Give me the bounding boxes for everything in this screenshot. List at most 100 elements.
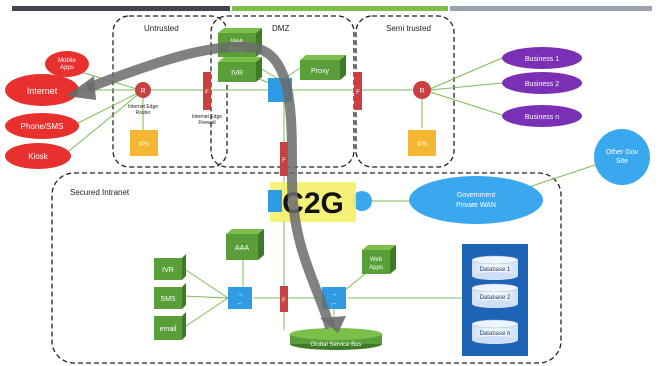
phone-sms-node [5, 113, 79, 139]
ips-label-right: IPS [417, 142, 427, 148]
web-server-top [218, 28, 262, 33]
sms-label: SMS [160, 296, 176, 303]
business-n-node [502, 105, 582, 127]
aaa-label: AAA [235, 245, 249, 252]
flow-arrow-head-top [66, 76, 96, 100]
kiosk-node [5, 143, 71, 169]
service-bus-label: Global Service Bus [310, 342, 361, 348]
dmz-ivr-box [218, 62, 256, 82]
mobile-apps-label-line1: Mobile [58, 58, 76, 64]
zone-label-semi-trusted: Semi trusted [386, 24, 431, 33]
switch-right-arrow-right-icon: → [331, 291, 338, 298]
database-2 [471, 283, 519, 308]
wan-router [352, 191, 372, 211]
database-n [471, 319, 519, 344]
government-private-wan-node [409, 176, 543, 224]
zone-semi-trusted [355, 15, 455, 168]
email-label: email [160, 326, 177, 333]
business-2-node [502, 72, 582, 94]
internet-label: Internet [27, 86, 58, 96]
header-bar-dark [12, 6, 230, 11]
phone-sms-label: Phone/SMS [21, 122, 64, 131]
edge-firewall-symbol: F [205, 90, 209, 96]
database-2-label: Database 2 [480, 295, 511, 301]
sms-box [154, 287, 182, 309]
edge-router-label-line2: Router [135, 110, 150, 116]
other-gov-site-label-line2: Site [616, 158, 628, 165]
aaa-box [226, 234, 258, 260]
internet-node [5, 74, 79, 106]
header-bar-gray [450, 6, 652, 11]
proxy-top [300, 55, 346, 60]
mobile-apps-node [45, 51, 89, 77]
ips-label-left: IPS [139, 142, 149, 148]
aaa-top [226, 229, 264, 234]
zone-label-dmz: DMZ [272, 24, 289, 33]
zone-label-untrusted: Untrusted [144, 24, 179, 33]
dmz-ivr-top [218, 57, 262, 62]
zone-untrusted [112, 15, 228, 168]
other-gov-site-node [594, 129, 650, 185]
intranet-firewall-symbol: F [282, 158, 286, 164]
private-wan-label-line2: Private WAN [456, 202, 496, 209]
intranet-ivr-box [154, 258, 182, 280]
proxy-label: Proxy [311, 68, 329, 75]
intranet-firewall-bottom [280, 286, 288, 312]
service-bus-top [290, 328, 382, 340]
switch-left-arrow-right-icon: → [237, 291, 244, 298]
zone-label-secured-intranet: Secured Intranet [70, 188, 130, 197]
edge-router-symbol: R [140, 88, 145, 95]
web-apps-label-line2: Apps [369, 265, 383, 271]
business-n-label: Business n [525, 114, 559, 121]
web-apps-side [390, 245, 396, 274]
zone-secured-intranet [51, 172, 562, 364]
switch-right-arrow-left-icon: ← [331, 300, 338, 307]
flow-arrow-head-bottom [320, 316, 346, 333]
business-1-label: Business 1 [525, 56, 559, 63]
semi-trusted-firewall-symbol: F [356, 90, 360, 96]
email-box [154, 316, 182, 340]
private-wan-label-line1: Government [457, 192, 496, 199]
edge-router-node [135, 82, 151, 98]
mobile-apps-label-line2: Apps [60, 65, 74, 71]
database-n-label: Database n [480, 331, 511, 337]
proxy-side [340, 55, 346, 80]
business-2-label: Business 2 [525, 81, 559, 88]
kiosk-label: Kiosk [28, 152, 49, 161]
proxy-box [300, 60, 340, 80]
dmz-ivr-side [256, 57, 262, 82]
semi-trusted-router [413, 81, 431, 99]
semi-trusted-router-symbol: R [419, 88, 424, 95]
intranet-firewall-bottom-symbol: F [282, 298, 286, 304]
c2g-switch [268, 190, 282, 212]
sms-side [182, 283, 186, 309]
ips-box-right [408, 130, 436, 156]
c2g-highlight [270, 182, 356, 222]
intranet-ivr-label: IVR [162, 267, 174, 274]
aaa-side [258, 229, 264, 260]
email-side [182, 312, 186, 340]
semi-trusted-firewall [354, 72, 362, 110]
intranet-switch-left [228, 287, 252, 309]
web-apps-label-line1: Web [370, 257, 383, 263]
business-1-node [502, 47, 582, 69]
database-1 [471, 255, 519, 280]
edge-router-label-line1: Internet Edge [128, 104, 158, 110]
web-apps-box [362, 250, 390, 274]
edge-firewall-label-line1: Internet Edge [192, 114, 222, 120]
edge-firewall-label-line2: Firewall [198, 120, 215, 126]
database-1-label: Database 1 [480, 267, 511, 273]
ips-box-left [130, 130, 158, 156]
intranet-switch-right [322, 287, 346, 309]
header-bar-green [232, 6, 448, 11]
web-apps-top [362, 245, 396, 250]
intranet-ivr-side [182, 254, 186, 280]
dmz-ivr-label: IVR [231, 70, 243, 77]
other-gov-site-label-line1: Other Gov [606, 149, 639, 156]
edge-firewall [203, 72, 211, 110]
intranet-firewall [280, 142, 288, 176]
c2g-flow-arrow [86, 41, 335, 330]
switch-left-arrow-left-icon: ← [237, 300, 244, 307]
